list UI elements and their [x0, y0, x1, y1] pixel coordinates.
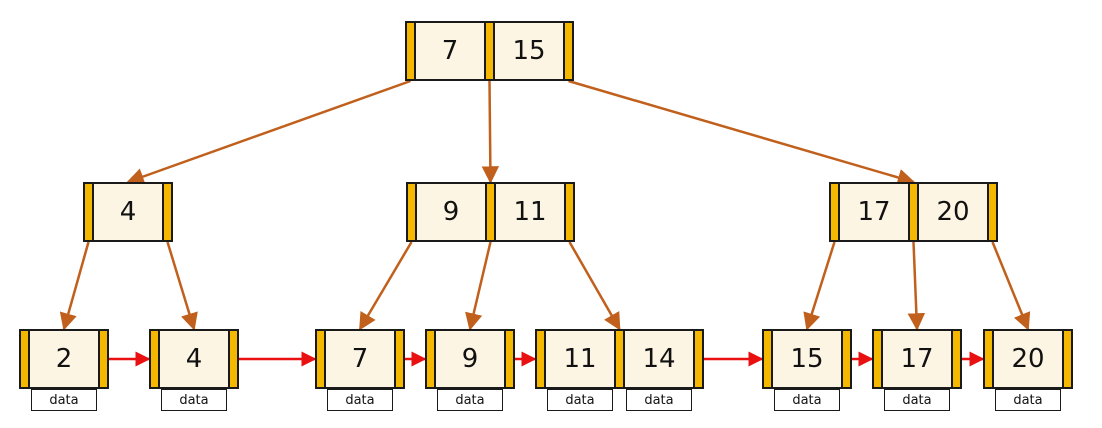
pointer-slot	[98, 329, 109, 389]
leaf-node: 7	[315, 329, 405, 389]
tree-edge	[358, 241, 413, 331]
pointer-slot	[908, 182, 919, 242]
pointer-slot	[149, 329, 160, 389]
pointer-slot	[228, 329, 239, 389]
pointer-slot	[564, 182, 575, 242]
key-cell: 9	[436, 329, 504, 389]
key-cell: 17	[883, 329, 951, 389]
pointer-slot	[405, 21, 416, 81]
pointer-slot	[425, 329, 436, 389]
key-cell: 17	[840, 182, 908, 242]
pointer-slot	[484, 21, 495, 81]
leaf-node: 20	[983, 329, 1073, 389]
pointer-slot	[315, 329, 326, 389]
pointer-slot	[394, 329, 405, 389]
pointer-slot	[987, 182, 998, 242]
pointer-slot	[841, 329, 852, 389]
pointer-slot	[485, 182, 496, 242]
pointer-slot	[872, 329, 883, 389]
key-cell: 4	[160, 329, 228, 389]
key-cell: 15	[773, 329, 841, 389]
tree-edge	[59, 241, 90, 331]
pointer-slot	[406, 182, 417, 242]
tree-edge	[991, 241, 1031, 331]
key-cell: 11	[546, 329, 614, 389]
data-record: data	[547, 389, 613, 411]
data-record: data	[774, 389, 840, 411]
key-cell: 4	[94, 182, 162, 242]
tree-edge	[568, 241, 621, 331]
pointer-slot	[983, 329, 994, 389]
tree-edge	[166, 241, 198, 331]
tree-edge	[803, 241, 836, 331]
data-record: data	[995, 389, 1061, 411]
pointer-slot	[762, 329, 773, 389]
key-cell: 2	[30, 329, 98, 389]
key-cell: 14	[625, 329, 693, 389]
pointer-slot	[19, 329, 30, 389]
key-cell: 9	[417, 182, 485, 242]
internal-node: 4	[83, 182, 173, 242]
tree-edge	[568, 79, 916, 186]
tree-edge	[907, 241, 926, 331]
pointer-slot	[504, 329, 515, 389]
leaf-node: 17	[872, 329, 962, 389]
leaf-node: 2	[19, 329, 109, 389]
tree-edge	[126, 79, 411, 185]
key-cell: 7	[416, 21, 484, 81]
data-record: data	[626, 389, 692, 411]
key-cell: 20	[919, 182, 987, 242]
data-record: data	[884, 389, 950, 411]
leaf-node: 4	[149, 329, 239, 389]
data-record: data	[161, 389, 227, 411]
pointer-slot	[162, 182, 173, 242]
leaf-node: 15	[762, 329, 852, 389]
key-cell: 20	[994, 329, 1062, 389]
pointer-slot	[951, 329, 962, 389]
key-cell: 11	[496, 182, 564, 242]
data-record: data	[327, 389, 393, 411]
pointer-slot	[1062, 329, 1073, 389]
pointer-slot	[693, 329, 704, 389]
data-record: data	[437, 389, 503, 411]
key-cell: 7	[326, 329, 394, 389]
pointer-slot	[83, 182, 94, 242]
tree-edge	[481, 80, 500, 184]
pointer-slot	[535, 329, 546, 389]
data-record: data	[31, 389, 97, 411]
pointer-slot	[614, 329, 625, 389]
leaf-node: 9	[425, 329, 515, 389]
pointer-slot	[829, 182, 840, 242]
pointer-slot	[563, 21, 574, 81]
tree-edge	[465, 241, 492, 331]
key-cell: 15	[495, 21, 563, 81]
